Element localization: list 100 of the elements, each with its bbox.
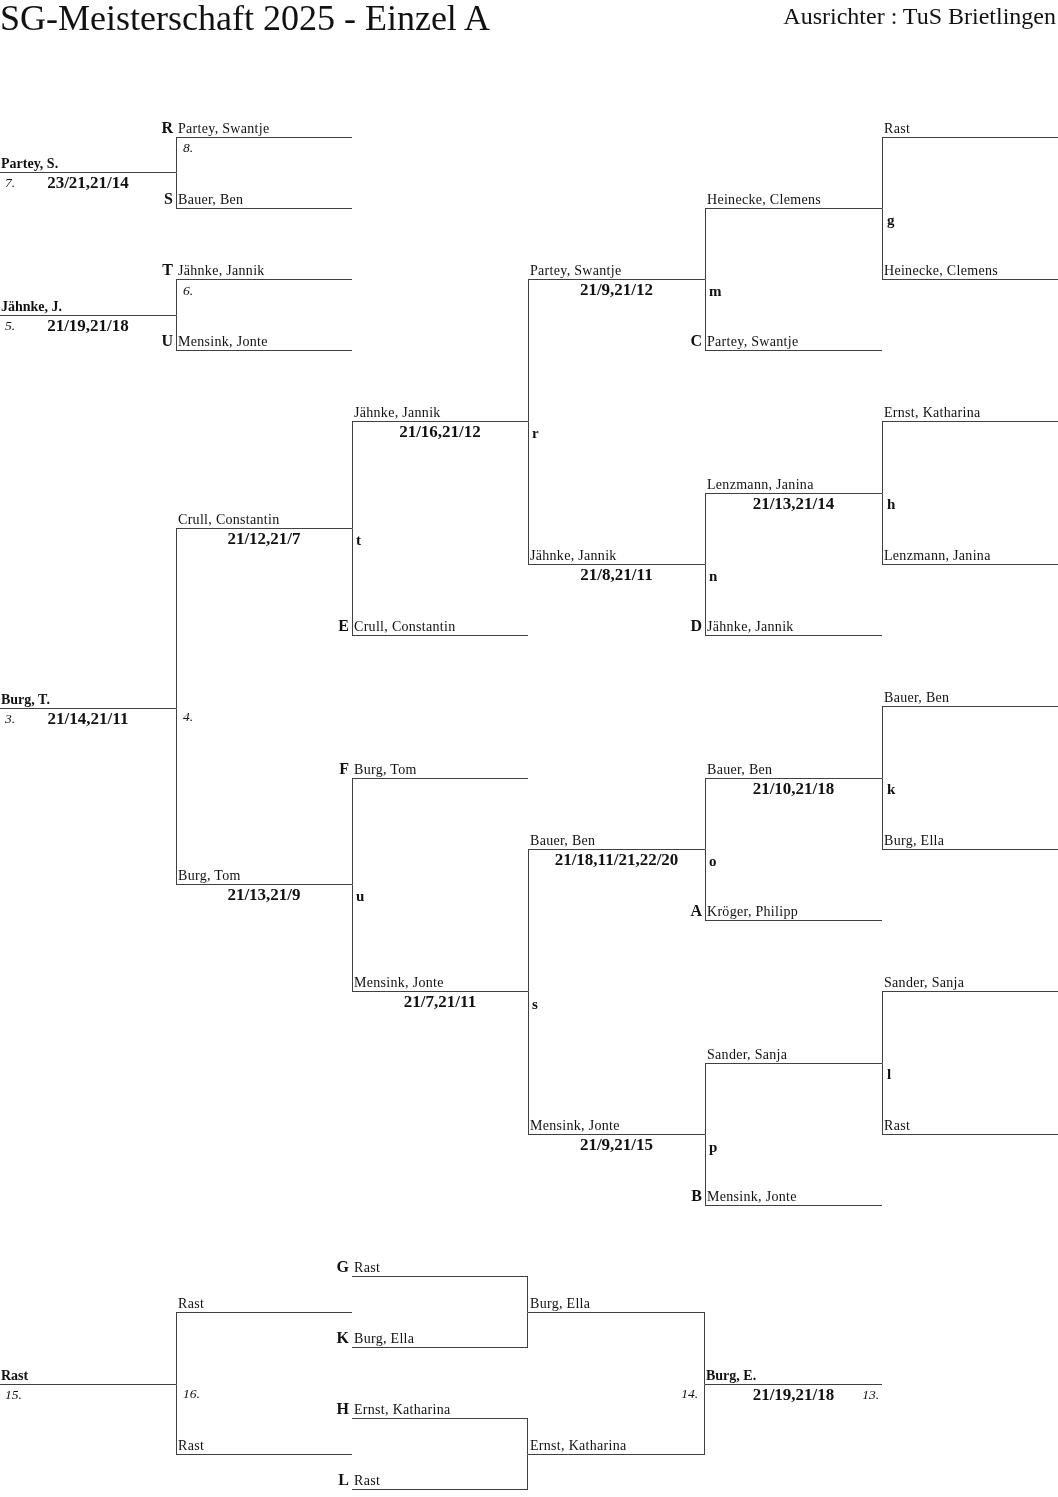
player-slot: Mensink, Jonte [352,975,528,992]
match-score: 21/9,21/12 [579,281,654,299]
bracket-line [528,991,529,1135]
player-slot: Partey, Swantje [705,334,882,351]
bracket-line [705,1134,706,1206]
player-slot: Rast [352,1473,528,1490]
bracket-line [527,1312,528,1348]
match-score: 21/9,21/15 [579,1136,654,1154]
bracket-line [352,421,353,529]
bracket-line [176,172,177,209]
place-number: 4. [183,708,194,724]
player-slot: Mensink, Jonte [176,334,352,351]
player-slot: Burg, Tom [352,762,528,779]
player-slot: Jähnke, Jannik [176,263,352,280]
player-slot: Crull, Constantin [352,619,528,636]
draw-position-letter: H [336,1400,349,1417]
bracket-line [705,208,706,280]
player-slot: Ernst, Katharina [528,1438,705,1455]
bracket-line [176,1384,177,1455]
player-slot: Rast [352,1260,528,1277]
player-slot: Heinecke, Clemens [705,192,882,209]
match-letter: g [887,211,895,229]
match-letter: s [532,995,538,1013]
player-slot: Heinecke, Clemens [882,263,1058,280]
player-slot: Lenzmann, Janina [705,477,882,494]
bracket-line [882,991,883,1064]
place-number: 8. [183,139,194,155]
player-slot: Rast [176,1438,352,1455]
match-score: 21/19,21/18 [752,1386,835,1404]
bracket-line [176,1312,177,1385]
final-place-number: 5. [5,318,16,333]
match-score: 21/19,21/18 [47,317,129,335]
player-slot: Lenzmann, Janina [882,548,1058,565]
player-slot: Burg, T. [0,692,176,709]
player-slot: Burg, E. [705,1368,882,1385]
match-score: 21/18,11/21,22/20 [554,851,679,869]
match-letter: u [356,887,365,905]
bracket-line [705,778,706,850]
match-score: 21/10,21/18 [752,780,835,798]
match-score: 23/21,21/14 [47,174,129,192]
match-score: 21/14,21/11 [47,710,129,728]
player-slot: Bauer, Ben [705,762,882,779]
bracket-line [882,208,883,280]
player-slot: Sander, Sanja [882,975,1058,992]
player-slot: Burg, Ella [352,1331,528,1348]
organizer-label: Ausrichter : TuS Brietlingen [783,3,1056,29]
match-letter: r [532,424,539,442]
bracket-line [704,1384,705,1455]
player-slot: Rast [0,1368,176,1385]
bracket-line [528,421,529,565]
player-slot: Crull, Constantin [176,512,352,529]
bracket-line [176,279,177,316]
bracket-line [882,706,883,779]
player-slot: Kröger, Philipp [705,904,882,921]
bracket-line [176,137,177,173]
draw-position-letter: B [691,1187,702,1204]
player-slot: Bauer, Ben [176,192,352,209]
final-place-number: 3. [5,711,16,726]
final-place-number: 15. [5,1387,22,1402]
player-slot: Jähnke, Jannik [528,548,705,565]
bracket-line [882,137,883,209]
player-slot: Mensink, Jonte [705,1189,882,1206]
player-slot: Bauer, Ben [882,690,1058,707]
final-place-number: 13. [862,1387,879,1402]
match-letter: t [356,531,361,549]
bracket-line [705,493,706,565]
place-number: 16. [183,1385,200,1401]
match-score: 21/13,21/14 [752,495,835,513]
bracket-line [176,315,177,351]
draw-position-letter: K [336,1329,349,1346]
bracket-line [527,1276,528,1313]
player-slot: Burg, Tom [176,868,352,885]
match-score: 21/13,21/9 [227,886,301,904]
bracket-line [352,884,353,992]
bracket-line [705,849,706,921]
player-slot: Partey, S. [0,156,176,173]
bracket-line [882,421,883,494]
bracket-line [527,1418,528,1455]
place-number: 6. [183,282,194,298]
match-letter: h [887,495,896,513]
player-slot: Burg, Ella [528,1296,705,1313]
draw-position-letter: C [690,332,702,349]
bracket-line [528,849,529,992]
bracket-line [705,1063,706,1135]
draw-position-letter: U [161,332,173,349]
player-slot: Rast [176,1296,352,1313]
player-slot: Rast [882,121,1058,138]
player-slot: Jähnke, J. [0,299,176,316]
draw-position-letter: A [690,902,702,919]
page-title: SG-Meisterschaft 2025 - Einzel A [0,0,490,38]
player-slot: Partey, Swantje [176,121,352,138]
bracket-line [705,564,706,636]
match-letter: p [709,1138,718,1156]
bracket-line [882,1063,883,1135]
player-slot: Sander, Sanja [705,1047,882,1064]
draw-position-letter: D [690,617,702,634]
player-slot: Partey, Swantje [528,263,705,280]
bracket-line [176,528,177,709]
match-letter: k [887,780,896,798]
draw-position-letter: E [338,617,349,634]
